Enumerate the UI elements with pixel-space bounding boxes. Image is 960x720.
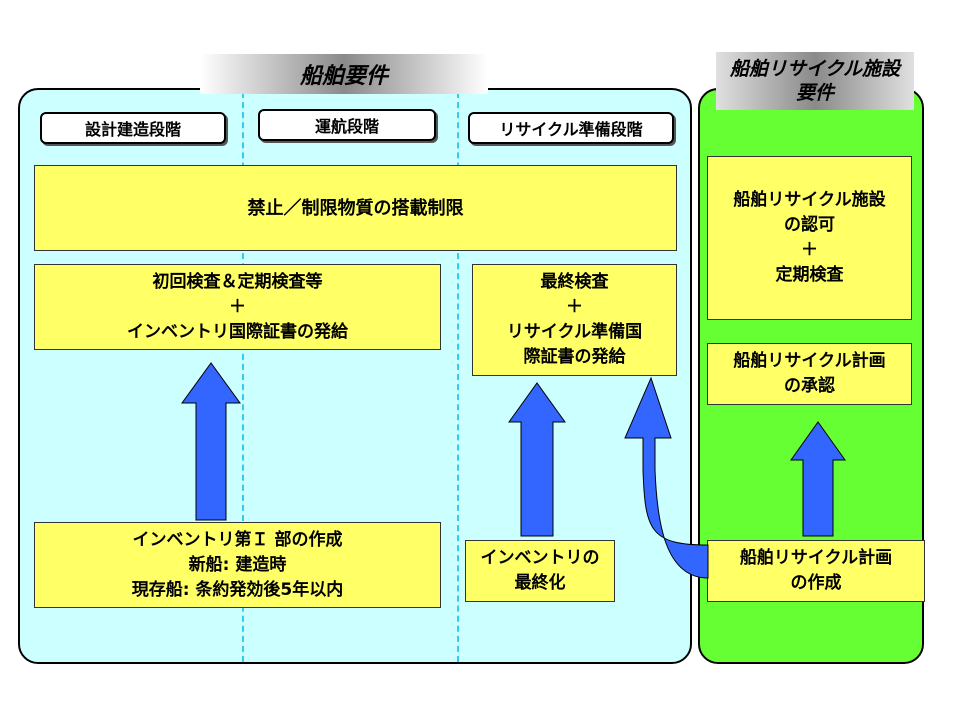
ship-requirements-title: 船舶要件 — [299, 64, 388, 89]
initial-survey-box: 初回検査＆定期検査等 ＋ インベントリ国際証書の発給 — [34, 264, 441, 350]
recycling-plan-approval-box: 船舶リサイクル計画 の承認 — [707, 343, 912, 405]
box-line: ＋ — [801, 240, 818, 260]
box-line: の作成 — [790, 573, 842, 593]
box-line: ＋ — [229, 296, 246, 317]
arrow-inventory-to-initial-survey — [181, 362, 241, 521]
facility-header-line-1: 船舶リサイクル施設 — [729, 58, 901, 80]
stage-recycling-preparation: リサイクル準備段階 — [468, 112, 674, 144]
box-line: の認可 — [784, 215, 835, 235]
box-line: 最終化 — [514, 573, 566, 593]
arrow-inventory-final-to-final-survey — [508, 382, 566, 537]
box-line: 際証書の発給 — [523, 347, 626, 367]
box-line: インベントリの — [480, 548, 600, 568]
facility-header-line-2: 要件 — [795, 82, 834, 104]
inventory-part1-box: インベントリ第Ｉ 部の作成 新船: 建造時 現存船: 条約発効後5年以内 — [34, 522, 441, 608]
box-line: リサイクル準備国 — [506, 322, 643, 342]
box-line: 初回検査＆定期検査等 — [152, 271, 323, 292]
box-line: 現存船: 条約発効後5年以内 — [131, 579, 344, 600]
restriction-text: 禁止／制限物質の搭載制限 — [247, 197, 464, 219]
recycling-plan-creation-box: 船舶リサイクル計画 の作成 — [707, 540, 925, 602]
facility-requirements-header: 船舶リサイクル施設 要件 — [716, 52, 914, 110]
final-survey-box: 最終検査 ＋ リサイクル準備国 際証書の発給 — [472, 264, 677, 376]
ship-requirements-header: 船舶要件 — [200, 54, 488, 94]
box-line: 船舶リサイクル計画 — [739, 548, 893, 568]
arrow-facility-plan-approval — [790, 421, 846, 537]
facility-authorization-box: 船舶リサイクル施設 の認可 ＋ 定期検査 — [707, 156, 912, 320]
box-line: ＋ — [566, 297, 583, 317]
box-line: 最終検査 — [540, 272, 609, 292]
stage-label: リサイクル準備段階 — [499, 120, 643, 139]
stage-divider-1 — [242, 92, 244, 662]
box-line: 船舶リサイクル施設 — [733, 190, 886, 210]
box-line: 定期検査 — [775, 265, 844, 285]
box-line: 船舶リサイクル計画 — [733, 351, 886, 371]
stage-divider-2 — [457, 92, 459, 662]
arrow-plan-creation-to-final-survey — [624, 376, 709, 579]
stage-operation: 運航段階 — [258, 109, 436, 141]
stage-design-construction: 設計建造段階 — [40, 112, 226, 144]
box-line: インベントリ第Ｉ 部の作成 — [132, 529, 343, 550]
inventory-finalization-box: インベントリの 最終化 — [465, 540, 615, 602]
box-line: 新船: 建造時 — [188, 554, 287, 575]
stage-label: 運航段階 — [314, 117, 379, 136]
box-line: の承認 — [784, 376, 835, 396]
stage-label: 設計建造段階 — [84, 120, 181, 139]
box-line: インベントリ国際証書の発給 — [127, 321, 348, 342]
hazardous-material-restriction-box: 禁止／制限物質の搭載制限 — [34, 165, 677, 251]
